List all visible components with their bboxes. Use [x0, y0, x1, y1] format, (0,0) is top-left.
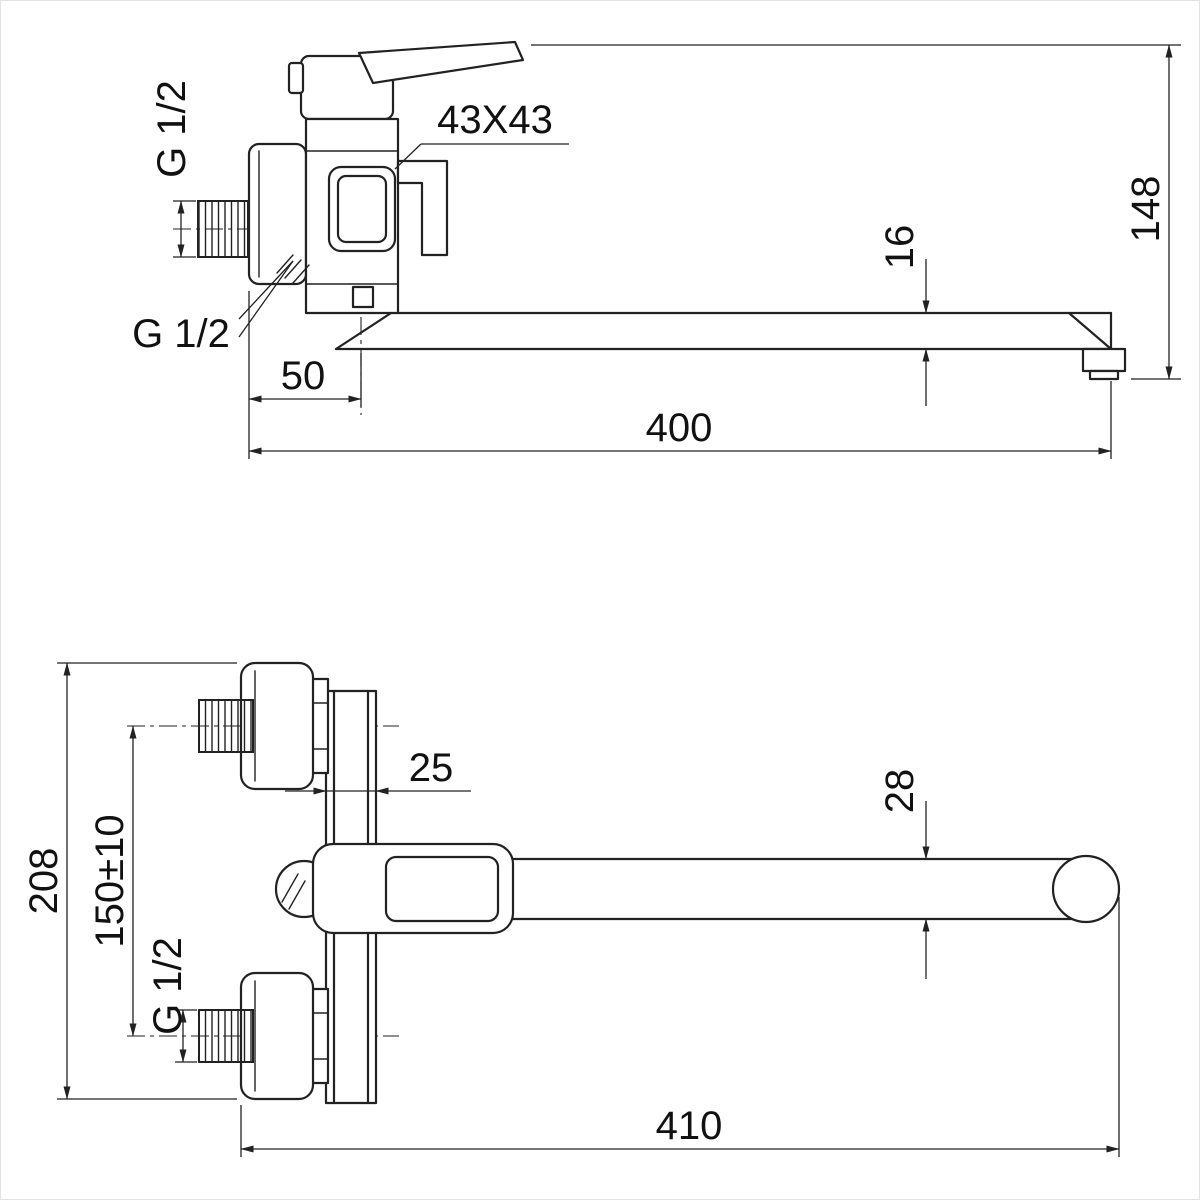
front-view: 208 150±10 G 1/2 25 28 410: [22, 661, 1121, 1157]
dim-overall-height-front: 208: [22, 848, 66, 915]
wall-thread-side: [197, 200, 249, 258]
dim-overall-height-side: 148: [1124, 176, 1168, 243]
side-view: G 1/2 43X43 G 1/2 16 148 50: [132, 40, 1181, 459]
thread-hatch-ticks: [276, 254, 310, 284]
dim-spout-reach-side: 400: [646, 406, 713, 450]
spout-front: [511, 854, 1121, 924]
dim-wall-offset: 50: [281, 354, 326, 398]
dim-bracket-width: 25: [409, 746, 454, 790]
body-square-plate: [327, 165, 397, 253]
spout-end: [1051, 854, 1121, 924]
handle-cap: [287, 61, 305, 95]
side-dimensions: G 1/2 43X43 G 1/2 16 148 50: [132, 44, 1181, 459]
dim-centers-distance: 150±10: [88, 814, 132, 947]
dim-thread-leader: G 1/2: [132, 312, 230, 356]
aerator-side: [1081, 347, 1127, 373]
spout-side: [334, 311, 1127, 381]
lower-connection: [198, 971, 330, 1101]
body-face-plate: [384, 855, 500, 923]
upper-thread: [198, 699, 254, 753]
dim-spout-reach-front: 410: [656, 1104, 723, 1148]
shower-hook: [396, 159, 449, 257]
dim-spout-height: 16: [878, 225, 922, 270]
lower-thread: [198, 1009, 254, 1063]
handle-lever: [357, 40, 525, 85]
mixer-body-front: [311, 842, 515, 935]
front-faucet-body: [198, 661, 1121, 1105]
dim-thread-top: G 1/2: [150, 80, 194, 178]
dim-thread-front: G 1/2: [146, 937, 190, 1035]
side-faucet-body: [197, 40, 1127, 381]
dim-body-section: 43X43: [437, 98, 553, 142]
front-dimensions: 208 150±10 G 1/2 25 28 410: [22, 662, 1120, 1157]
diverter-port: [351, 285, 375, 309]
upper-connection: [198, 661, 330, 791]
dim-spout-width: 28: [878, 769, 922, 814]
